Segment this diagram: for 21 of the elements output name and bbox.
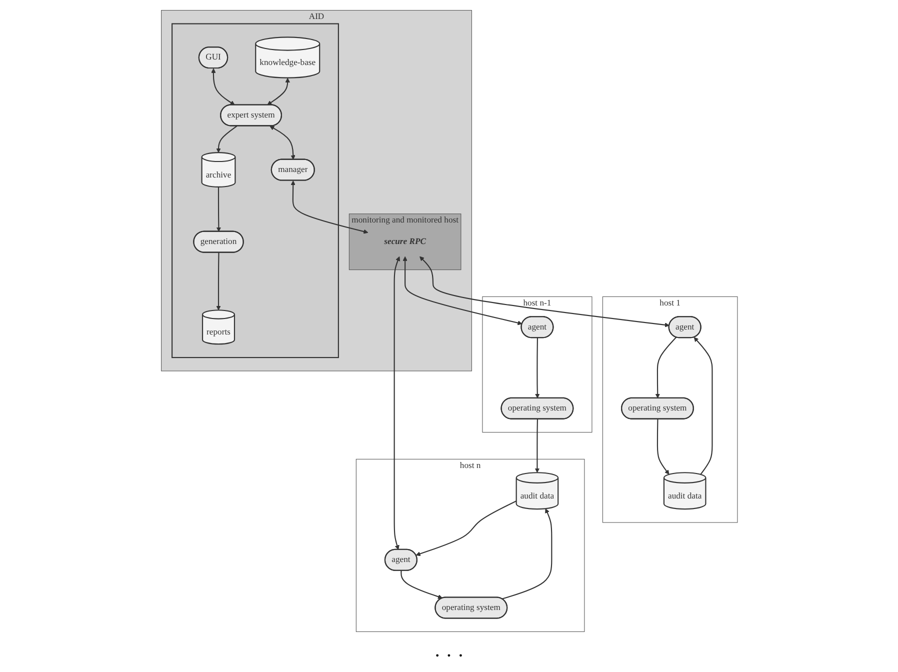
arrow xyxy=(216,125,237,152)
arrow xyxy=(216,252,220,310)
arrow xyxy=(266,77,290,105)
arrow xyxy=(415,500,516,556)
arrow xyxy=(654,336,676,398)
arrow xyxy=(402,256,522,325)
arrow xyxy=(290,180,368,234)
arrow xyxy=(210,68,235,105)
arrow xyxy=(269,125,296,160)
ellipsis-text: · · · xyxy=(434,645,464,667)
arrow xyxy=(656,418,669,474)
arrow xyxy=(534,337,540,398)
arrow xyxy=(534,418,540,472)
node-text: secure RPC xyxy=(384,236,426,246)
cluster xyxy=(171,22,339,358)
arrow xyxy=(502,508,552,599)
arrow xyxy=(216,186,221,232)
arrow xyxy=(693,336,712,474)
arrow xyxy=(393,256,400,550)
arrow xyxy=(400,570,442,598)
arrow xyxy=(419,256,670,327)
